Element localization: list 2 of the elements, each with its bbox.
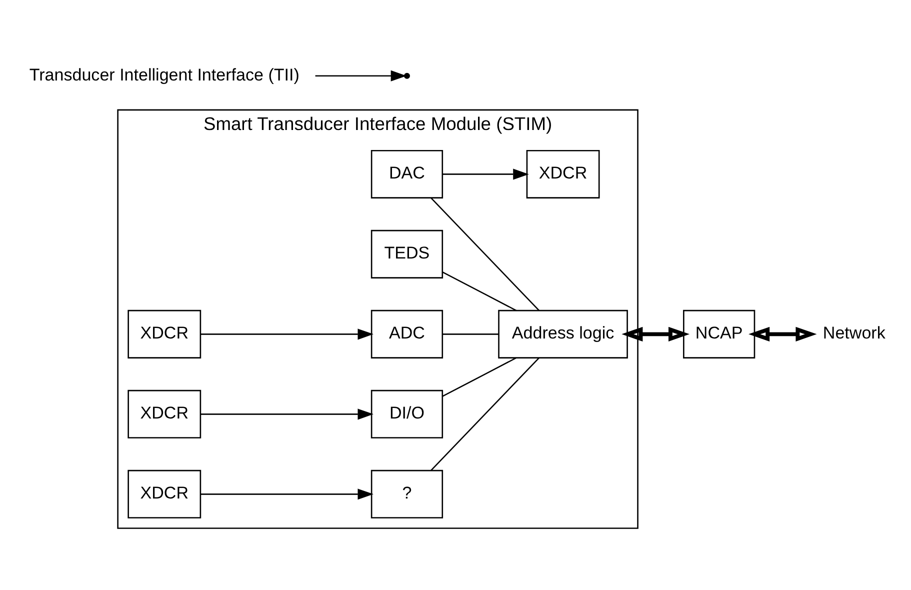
node-text: Network (822, 323, 886, 342)
node-text: Transducer Intelligent Interface (TII) (29, 64, 300, 84)
